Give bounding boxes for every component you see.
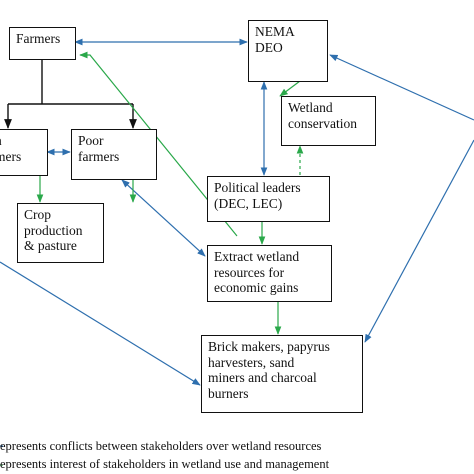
- legend-interest: epresents interest of stakeholders in we…: [0, 457, 330, 471]
- farmers-box: Farmers: [9, 27, 76, 60]
- hierarchy-connector: [4, 60, 137, 129]
- crop-production-label: Crop production & pasture: [24, 207, 83, 253]
- rich-farmers-label: n mers: [0, 133, 22, 164]
- political-leaders-box: Political leaders (DEC, LEC): [207, 176, 330, 222]
- farmers-label: Farmers: [16, 31, 61, 46]
- wetland-conservation-box: Wetland conservation: [281, 96, 376, 146]
- brick-makers-label: Brick makers, papyrus harvesters, sand m…: [208, 339, 330, 401]
- extract-wetland-resources-box: Extract wetland resources for economic g…: [207, 245, 332, 302]
- extract-wetland-resources-label: Extract wetland resources for economic g…: [214, 249, 300, 295]
- legend-lines: [0, 445, 3, 466]
- political-leaders-label: Political leaders (DEC, LEC): [214, 180, 301, 211]
- poor-farmers-box: Poor farmers: [71, 129, 157, 180]
- interest-arrows: [36, 51, 304, 335]
- crop-production-box: Crop production & pasture: [17, 203, 104, 263]
- poor-farmers-label: Poor farmers: [78, 133, 120, 164]
- nema-deo-label: NEMA DEO: [255, 24, 295, 55]
- rich-farmers-box: n mers: [0, 129, 48, 176]
- wetland-conservation-label: Wetland conservation: [288, 100, 357, 131]
- nema-deo-box: NEMA DEO: [248, 20, 328, 82]
- conflict-arrows: [0, 38, 474, 386]
- legend-conflicts: epresents conflicts between stakeholders…: [0, 439, 322, 453]
- brick-makers-box: Brick makers, papyrus harvesters, sand m…: [201, 335, 363, 413]
